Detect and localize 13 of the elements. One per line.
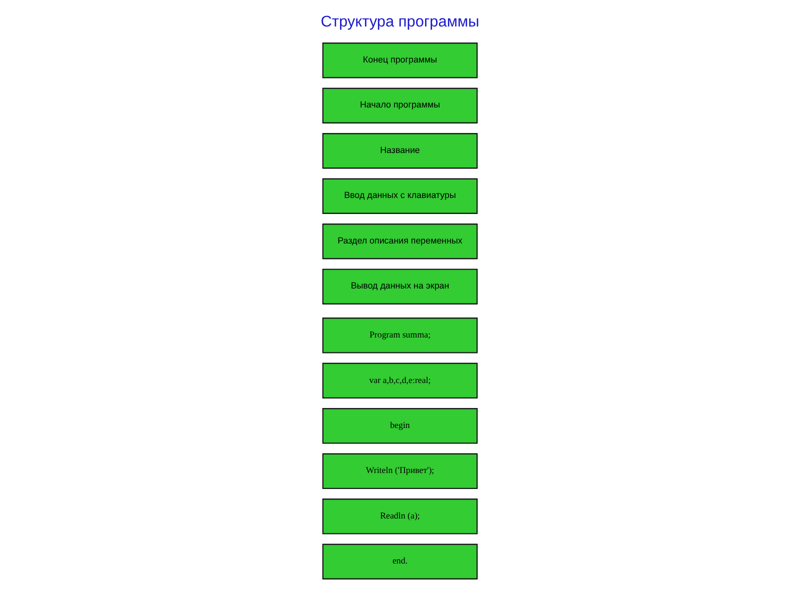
node-box: Вывод данных на экран	[322, 268, 478, 304]
diagram-title: Структура программы	[320, 13, 480, 30]
node-box: Название	[322, 133, 478, 169]
node-box: Начало программы	[322, 88, 478, 124]
node-box: begin	[322, 408, 478, 444]
node-box: Program summa;	[322, 318, 478, 354]
node-box: var a,b,c,d,e:real;	[322, 362, 478, 399]
node-box: Ввод данных с клавиатуры	[322, 178, 478, 214]
node-box: end.	[322, 544, 478, 580]
node-box: Конец программы	[322, 42, 478, 78]
node-box: Writeln ('Привет');	[322, 453, 478, 490]
node-box: Раздел описания переменных	[322, 224, 478, 260]
node-box: Readln (a);	[322, 498, 478, 534]
